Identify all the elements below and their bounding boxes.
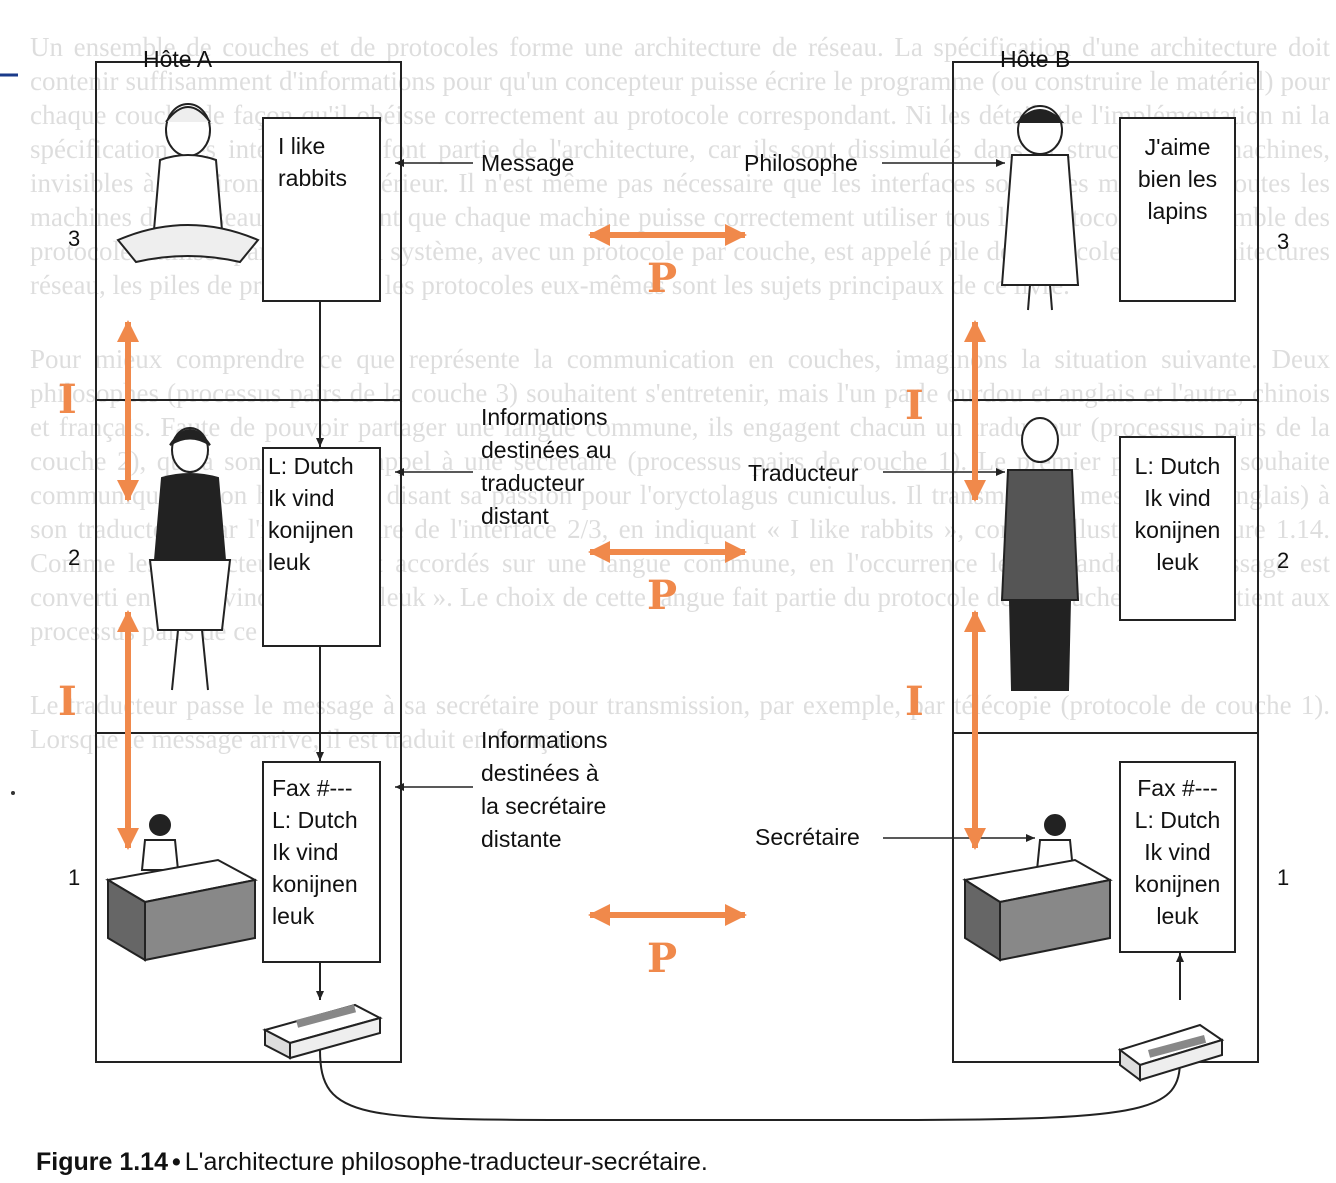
margin-dot <box>11 791 15 795</box>
fax-machine-b <box>1117 1023 1225 1082</box>
protocol-label-layer2: P <box>647 572 678 619</box>
host-a-layer3-box <box>262 117 381 302</box>
host-b-layer3-text: J'aime bien les lapins <box>1137 134 1218 224</box>
host-a-layer1-text: Fax #--- L: Dutch Ik vind konijnen leuk <box>272 775 358 929</box>
translator-a-illustration <box>148 427 232 691</box>
translator-b-illustration <box>1000 417 1080 691</box>
host-b-layer2-text: L: Dutch Ik vind konijnen leuk <box>1134 453 1221 575</box>
secretary-b-illustration <box>962 814 1113 962</box>
fax-machine-a <box>262 1003 383 1060</box>
interface-label-a-2-1: I <box>58 678 77 725</box>
figure-caption: Figure 1.14•L'architecture philosophe-tr… <box>36 1148 708 1177</box>
interface-label-a-3-2: I <box>58 376 77 423</box>
secretary-a-illustration <box>105 814 258 962</box>
host-b-layer1-text: Fax #--- L: Dutch Ik vind konijnen leuk <box>1134 775 1221 929</box>
interface-label-b-2-1: I <box>905 678 924 725</box>
host-a-layer1-box <box>262 761 381 963</box>
host-a-frame <box>95 61 402 1063</box>
interface-label-b-3-2: I <box>905 382 924 429</box>
message-label: Message <box>481 150 575 176</box>
layer-number-b-2: 2 <box>1277 548 1290 573</box>
host-a-layer3-text: I like rabbits <box>278 133 348 191</box>
layer-number-a-2: 2 <box>68 545 81 570</box>
protocol-label-layer1: P <box>647 935 678 982</box>
caption-bullet: • <box>172 1148 181 1176</box>
info-secretary-label: Informations destinées à la secrétaire d… <box>481 727 608 852</box>
host-b-layer3-box <box>1119 117 1236 302</box>
host-b-layer1-box <box>1119 761 1236 953</box>
background-paragraph: Le traducteur passe le message à sa secr… <box>30 690 1330 754</box>
protocol-label-layer3: P <box>647 255 678 302</box>
background-paragraph: Un ensemble de couches et de protocoles … <box>30 32 1330 300</box>
translator-label: Traducteur <box>748 460 859 486</box>
host-b-title: Hôte B <box>1000 46 1071 72</box>
host-b-frame <box>952 61 1259 1063</box>
host-a-layer2-box <box>262 447 381 647</box>
layer-number-a-3: 3 <box>68 226 81 251</box>
philosopher-a-illustration <box>116 103 260 264</box>
background-page-text: Un ensemble de couches et de protocoles … <box>30 30 1330 796</box>
secretary-label: Secrétaire <box>755 824 860 850</box>
layer-number-b-3: 3 <box>1277 229 1290 254</box>
figure-number: Figure 1.14 <box>36 1148 168 1176</box>
background-paragraph: Pour mieux comprendre ce que représente … <box>30 344 1330 646</box>
philosopher-label: Philosophe <box>744 150 858 176</box>
info-translator-label: Informations destinées au traducteur dis… <box>481 404 612 529</box>
philosopher-b-illustration <box>1000 105 1080 311</box>
layer-number-a-1: 1 <box>68 865 81 890</box>
transmission-link <box>319 1049 1181 1121</box>
host-b-layer2-box <box>1119 436 1236 621</box>
host-a-layer2-text: L: Dutch Ik vind konijnen leuk <box>268 453 354 575</box>
layer-number-b-1: 1 <box>1277 865 1290 890</box>
host-a-title: Hôte A <box>143 46 213 72</box>
caption-text: L'architecture philosophe-traducteur-sec… <box>184 1148 708 1176</box>
